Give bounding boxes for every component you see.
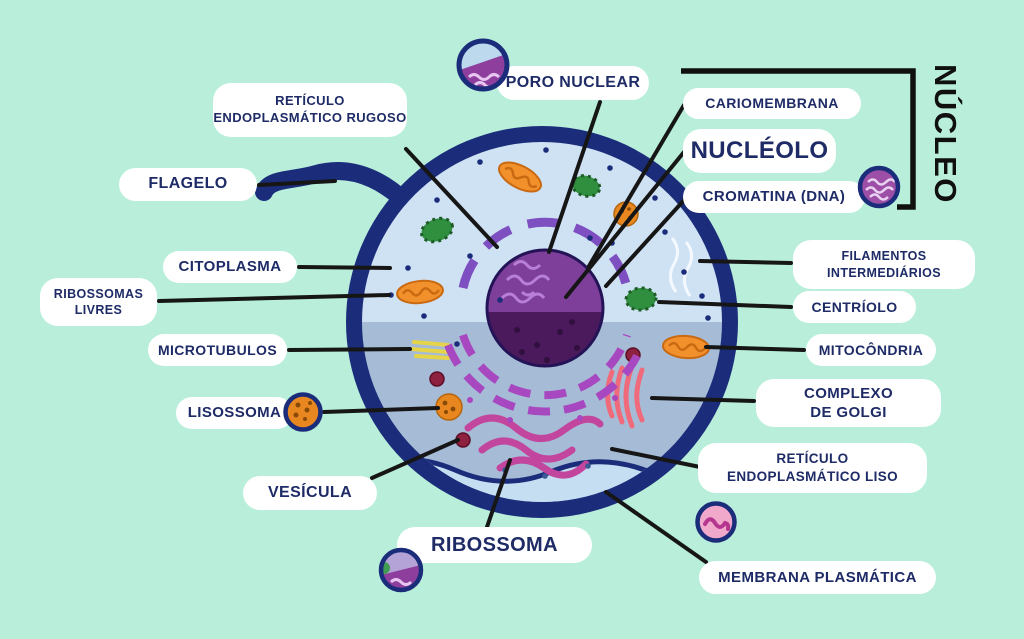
smooth-er [464, 414, 604, 479]
label-line: MICROTUBULOS [157, 341, 278, 358]
label-centriolo: CENTRÍOLO [793, 291, 916, 323]
label-line: LISOSSOMA [187, 404, 282, 422]
label-poro-nuclear: PORO NUCLEAR [497, 66, 649, 100]
label-line: VESÍCULA [267, 483, 353, 501]
label-line: MEMBRANA PLASMÁTICA [718, 568, 917, 586]
label-line: FLAGELO [148, 175, 228, 193]
label-lisossoma: LISOSSOMA [176, 397, 293, 429]
label-nucleo: NÚCLEO [928, 64, 963, 204]
label-vesicula: VESÍCULA [243, 476, 377, 510]
label-reticulo-liso: RETÍCULO ENDOPLASMÁTICO LISO [698, 443, 927, 493]
centriole-organelles [420, 174, 658, 312]
label-line: NUCLÉOLO [690, 137, 829, 165]
label-line: CITOPLASMA [178, 258, 282, 276]
nucleo-bracket [681, 68, 916, 210]
label-line: COMPLEXO [803, 384, 894, 402]
label-line: INTERMEDIÁRIOS [827, 265, 941, 280]
label-reticulo-rugoso: RETÍCULO ENDOPLASMÁTICO RUGOSO [213, 83, 407, 137]
label-mitocondria: MITOCÔNDRIA [806, 334, 936, 366]
nucleus [485, 248, 605, 368]
lysosomes [435, 201, 639, 421]
label-line: FILAMENTOS [841, 249, 927, 264]
label-line: DE GOLGI [810, 404, 887, 421]
label-line: ENDOPLASMÁTICO LISO [726, 469, 899, 484]
label-ribossoma: RIBOSSOMA [397, 527, 592, 563]
label-line: RIBOSSOMA [431, 534, 558, 556]
label-line: RIBOSSOMAS [53, 286, 144, 301]
label-microtubulos: MICROTUBULOS [148, 334, 287, 366]
label-flagelo: FLAGELO [119, 168, 257, 201]
lysosome-inset-icon [282, 391, 324, 438]
label-line: CENTRÍOLO [811, 298, 898, 315]
label-citoplasma: CITOPLASMA [163, 251, 297, 283]
label-line: CARIOMEMBRANA [705, 95, 839, 112]
label-cariomembrana: CARIOMEMBRANA [683, 88, 861, 119]
mitochondria [396, 161, 710, 360]
microtubules [410, 340, 450, 360]
chromatin-inset-icon [856, 164, 902, 215]
label-line: CROMATINA (DNA) [702, 188, 846, 206]
label-filamentos-intermediarios: FILAMENTOS INTERMEDIÁRIOS [793, 240, 975, 289]
smooth-er-inset-icon [694, 500, 738, 549]
label-ribossomas-livres: RIBOSSOMAS LIVRES [40, 278, 157, 326]
intermediate-filaments [669, 237, 693, 297]
label-membrana-plasmatica: MEMBRANA PLASMÁTICA [699, 561, 936, 594]
label-nucleolo: NUCLÉOLO [683, 129, 836, 173]
nuclear-membrane-arcs [444, 217, 646, 423]
label-cromatina: CROMATINA (DNA) [683, 181, 865, 213]
label-line: RETÍCULO [275, 93, 345, 109]
nuclear-pore-inset-icon [455, 37, 511, 98]
connector-lines [157, 100, 806, 564]
label-line: MITOCÔNDRIA [818, 341, 924, 358]
ribosome-inset-icon [377, 546, 425, 599]
label-line: RETÍCULO [776, 451, 849, 467]
label-line: ENDOPLASMÁTICO RUGOSO [213, 110, 407, 125]
label-complexo-golgi: COMPLEXO DE GOLGI [756, 379, 941, 427]
label-line: PORO NUCLEAR [505, 73, 641, 91]
label-line: LIVRES [74, 303, 123, 317]
